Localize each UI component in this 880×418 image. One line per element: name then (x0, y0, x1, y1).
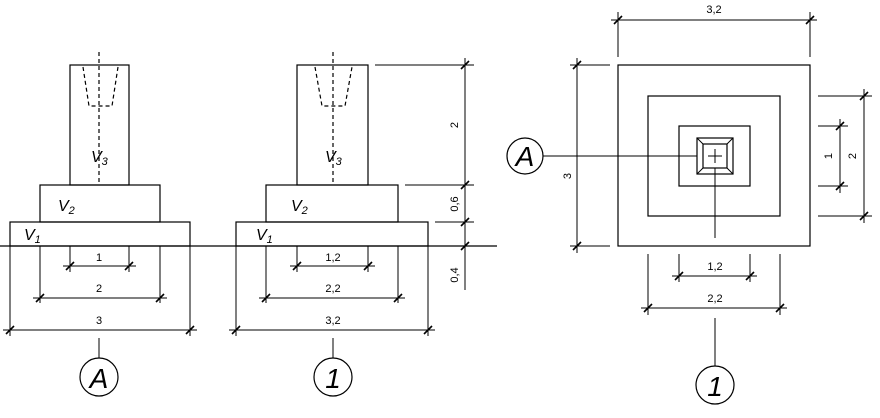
plan-section-marker-1-label: 1 (707, 371, 723, 402)
dim-a2: 2 (96, 283, 102, 295)
plan-bottom-dim-inner: 1,2 (707, 261, 722, 273)
height-dim-column: 2 (449, 122, 461, 128)
volume-label-v2-a: V2 (58, 198, 75, 217)
plan-right-inner-dim: 1 (823, 153, 835, 159)
step-v1-1 (235, 221, 429, 247)
plan-right-outer-dim: 2 (847, 153, 859, 159)
dim-a1: 1 (96, 252, 102, 264)
height-dimensions: 2 0,6 0,4 (375, 58, 474, 290)
section-marker-1-label: 1 (325, 363, 341, 394)
socket-1 (314, 66, 353, 107)
dim-1-2: 2,2 (325, 283, 340, 295)
socket-a (82, 66, 119, 107)
section-marker-a-label: A (88, 363, 109, 394)
dim-1-1: 1,2 (325, 252, 340, 264)
height-dim-step1: 0,4 (449, 267, 461, 282)
dim-1-3: 3,2 (325, 315, 340, 327)
step-v2-1 (265, 184, 399, 223)
height-dim-step2: 0,6 (449, 196, 461, 211)
volume-label-v3-1: V3 (325, 149, 343, 168)
plan-section-marker-a-label: A (514, 141, 535, 172)
plan-top-dim: 3,2 (706, 4, 721, 16)
plan-left-dim: 3 (562, 173, 574, 179)
section-marker-a (79, 357, 119, 397)
volume-label-v1-1: V1 (256, 227, 273, 246)
plan-section-marker-a (506, 137, 544, 175)
elevation-1: V3 V2 V1 1,2 2,2 3,2 1 (229, 52, 435, 397)
dim-a3: 3 (96, 315, 102, 327)
section-marker-1 (313, 357, 353, 397)
elevation-a: V3 V2 V1 1 2 3 A (3, 52, 197, 397)
volume-label-v3-a: V3 (91, 149, 109, 168)
plan-view: 3,2 3 1 2 1,2 2,2 (506, 4, 872, 405)
volume-label-v1-a: V1 (24, 227, 41, 246)
volume-label-v2-1: V2 (291, 198, 308, 217)
step-v1-a (9, 221, 191, 247)
plan-bottom-dim-outer: 2,2 (707, 293, 722, 305)
plan-section-marker-1 (695, 365, 735, 405)
